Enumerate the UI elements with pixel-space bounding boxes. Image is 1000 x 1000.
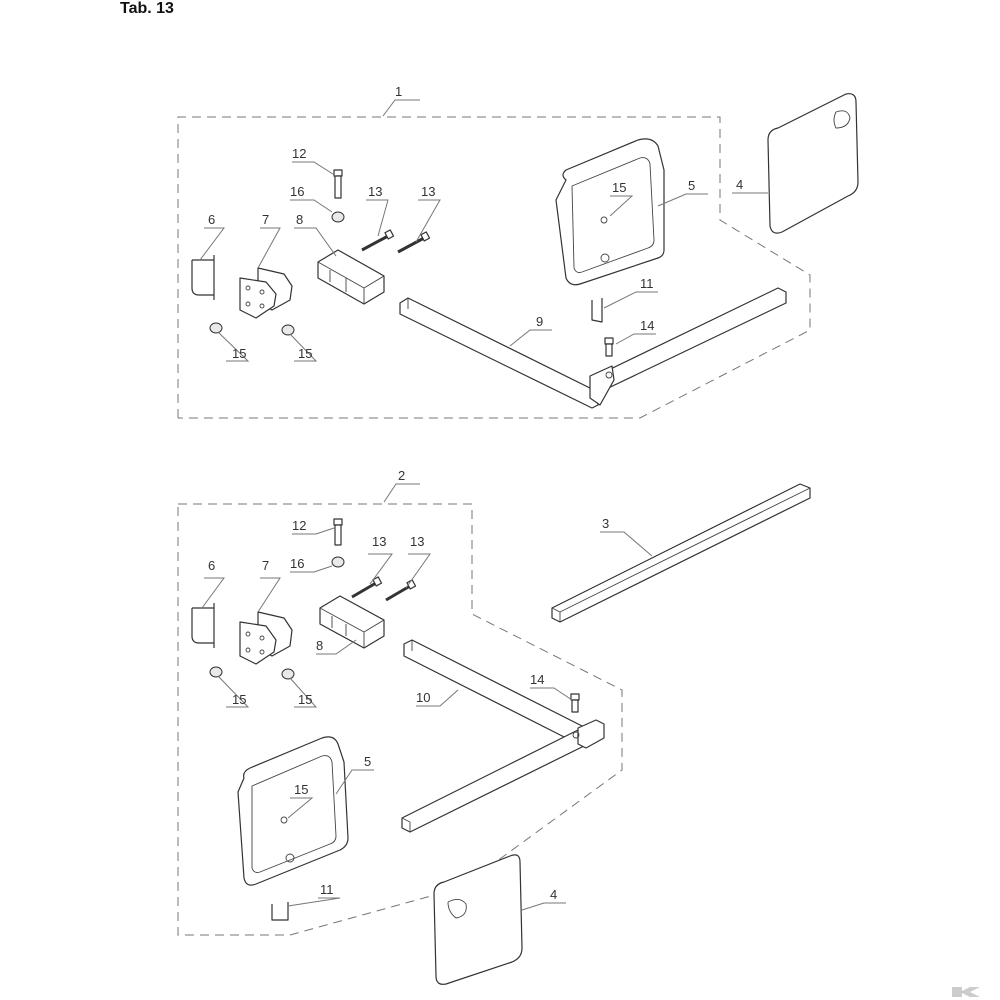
- callout-12-b: 12: [292, 518, 306, 533]
- callout-1: 1: [395, 84, 402, 99]
- callout-14-b: 14: [530, 672, 544, 687]
- bolt-12: [333, 169, 343, 199]
- group-1-dashed-boundary: [177, 116, 811, 419]
- callout-2: 2: [398, 468, 405, 483]
- mirror-glass-4: [767, 93, 859, 234]
- callout-15-e: 15: [298, 692, 312, 707]
- nut-15-e: [281, 668, 295, 680]
- callout-8: 8: [296, 212, 303, 227]
- bolt-13-b: [397, 231, 431, 254]
- callout-9: 9: [536, 314, 543, 329]
- callout-7: 7: [262, 212, 269, 227]
- bolt-14-b: [570, 693, 580, 713]
- clip-11: [591, 298, 603, 323]
- callout-11: 11: [640, 276, 654, 291]
- nut-16: [331, 211, 345, 223]
- mirror-frame-5-b: [237, 736, 349, 886]
- bolt-13-c: [351, 576, 383, 599]
- nut-15-d: [209, 666, 223, 678]
- bolt-13-d: [385, 579, 417, 602]
- l-frame-10: [401, 639, 605, 833]
- clip-11-b: [271, 902, 289, 921]
- nut-16-b: [331, 556, 345, 568]
- mirror-frame-5: [555, 138, 665, 286]
- bolt-12-b: [333, 518, 343, 546]
- callout-16: 16: [290, 184, 304, 199]
- assembly-group-2: 2 12 16 13 13 6 7 8 3 14 10 15 5 15 15 1…: [177, 468, 811, 985]
- nut-15-a: [209, 322, 223, 334]
- callout-6: 6: [208, 212, 215, 227]
- callout-15-f: 15: [294, 782, 308, 797]
- long-bar-3: [551, 483, 811, 623]
- callout-10: 10: [416, 690, 430, 705]
- page-title: Tab. 13: [120, 0, 174, 17]
- bracket-plate-7: [239, 267, 293, 319]
- bolt-14: [604, 337, 614, 357]
- brand-k-logo-icon: [950, 985, 990, 999]
- tube-sleeve-8: [317, 249, 385, 305]
- callout-14: 14: [640, 318, 654, 333]
- callout-5: 5: [688, 178, 695, 193]
- callout-7-b: 7: [262, 558, 269, 573]
- callout-3: 3: [602, 516, 609, 531]
- callout-11-b: 11: [320, 882, 334, 897]
- group-2-dashed-boundary: [177, 503, 623, 936]
- tube-sleeve-8-b: [319, 595, 385, 649]
- callout-13-a: 13: [368, 184, 382, 199]
- u-bolt-6-b: [191, 603, 215, 648]
- callout-15-b: 15: [298, 346, 312, 361]
- assembly-group-1: 1 12 16 13 13 6 7 8 15 5 4 11 9 14 15 15: [177, 84, 859, 419]
- callout-12: 12: [292, 146, 306, 161]
- bracket-plate-7-b: [239, 611, 293, 665]
- l-frame-9: [399, 287, 787, 409]
- callout-6-b: 6: [208, 558, 215, 573]
- callout-4-b: 4: [550, 887, 557, 902]
- callout-5-b: 5: [364, 754, 371, 769]
- callout-4: 4: [736, 177, 743, 192]
- callout-13-c: 13: [372, 534, 386, 549]
- u-bolt-6: [191, 255, 215, 300]
- nut-15-b: [281, 324, 295, 336]
- callout-8-b: 8: [316, 638, 323, 653]
- callout-16-b: 16: [290, 556, 304, 571]
- callout-15-a: 15: [232, 346, 246, 361]
- callout-13-b: 13: [421, 184, 435, 199]
- bolt-13-a: [361, 229, 395, 252]
- callout-15-d: 15: [232, 692, 246, 707]
- callout-15-c: 15: [612, 180, 626, 195]
- callout-13-d: 13: [410, 534, 424, 549]
- mirror-glass-4-b: [433, 854, 523, 985]
